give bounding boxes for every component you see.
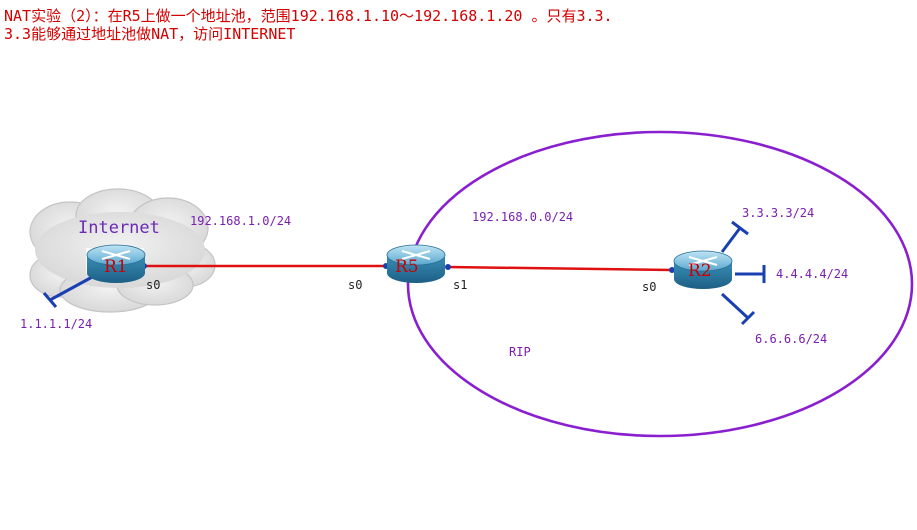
r2-loopback-6-stub bbox=[720, 292, 756, 326]
link-r5-r2 bbox=[447, 265, 673, 272]
rip-area-label: RIP bbox=[509, 345, 531, 359]
r2-loopback-4-stub bbox=[735, 265, 766, 283]
router-r2-icon[interactable] bbox=[673, 250, 733, 289]
r2-loopback-4-address: 4.4.4.4/24 bbox=[776, 267, 849, 281]
endpoint-r2-s0 bbox=[669, 267, 675, 273]
router-r1-icon[interactable] bbox=[86, 244, 146, 283]
network-right-link: 192.168.0.0/24 bbox=[472, 210, 574, 224]
router-r1-name: R1 bbox=[104, 257, 128, 277]
r2-loopback-3-stub bbox=[720, 220, 749, 253]
r1-interface-s0: s0 bbox=[146, 278, 161, 292]
r1-loopback-address: 1.1.1.1/24 bbox=[20, 317, 93, 331]
title-line-1: NAT实验（2）：在R5上做一个地址池，范围192.168.1.10～192.1… bbox=[4, 7, 613, 25]
r5-interface-s1: s1 bbox=[453, 278, 468, 292]
router-r5-name: R5 bbox=[395, 257, 419, 277]
r2-loopback-6-address: 6.6.6.6/24 bbox=[755, 332, 828, 346]
r2-loopback-3-address: 3.3.3.3/24 bbox=[742, 206, 815, 220]
router-r5-icon[interactable] bbox=[386, 244, 446, 283]
internet-cloud bbox=[29, 188, 216, 313]
r5-interface-s0: s0 bbox=[348, 278, 363, 292]
r2-interface-s0: s0 bbox=[642, 280, 657, 294]
rip-area-ellipse bbox=[406, 130, 914, 438]
router-r2-name: R2 bbox=[688, 261, 712, 281]
title-line-2: 3.3能够通过地址池做NAT，访问INTERNET bbox=[4, 25, 296, 43]
endpoint-r5-s1 bbox=[445, 264, 451, 270]
network-left-link: 192.168.1.0/24 bbox=[190, 214, 292, 228]
r1-loopback-stub bbox=[42, 274, 95, 308]
internet-cloud-label: Internet bbox=[78, 218, 160, 238]
